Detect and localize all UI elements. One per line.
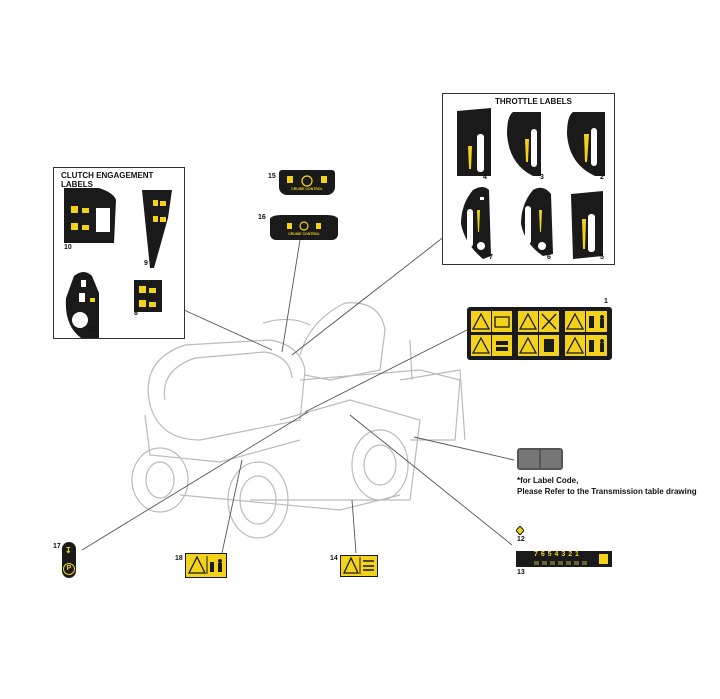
throttle-number-7: 7 <box>489 254 493 261</box>
warning-icons-grid <box>471 311 607 356</box>
cruise-control-label-16: CRUISE CONTROL <box>270 215 338 240</box>
clutch-number-11: 11 <box>88 326 96 333</box>
clutch-number-10: 10 <box>64 244 72 251</box>
clutch-number-8: 8 <box>134 310 138 317</box>
cruise-label-text-16: CRUISE CONTROL <box>288 232 320 236</box>
cruise-control-label-15: CRUISE CONTROL <box>279 170 335 195</box>
transmission-note: *for Label Code, Please Refer to the Tra… <box>517 475 697 497</box>
label-12-icon <box>516 526 524 535</box>
clutch-label-9 <box>142 190 172 268</box>
throttle-label-4 <box>457 108 491 176</box>
label-number-18: 18 <box>175 555 183 562</box>
warning-triangle-icon <box>342 556 374 574</box>
transmission-label <box>517 448 563 470</box>
throttle-number-6: 6 <box>547 254 551 261</box>
parking-brake-label-17: ↧ P <box>62 542 76 578</box>
clutch-label-shapes <box>64 188 172 338</box>
warning-label-18 <box>185 553 227 578</box>
label-number-15: 15 <box>268 173 276 180</box>
throttle-label-shapes <box>457 108 605 259</box>
arrow-down-icon: ↧ <box>65 546 72 555</box>
clutch-labels-title: CLUTCH ENGAGEMENT LABELS <box>61 171 154 189</box>
throttle-labels-title: THROTTLE LABELS <box>495 97 572 106</box>
leader-lines <box>81 235 515 554</box>
throttle-number-3: 3 <box>540 174 544 181</box>
throttle-number-4: 4 <box>483 174 487 181</box>
safety-warning-label-1 <box>467 307 612 360</box>
throttle-number-5: 5 <box>600 254 604 261</box>
label-number-14: 14 <box>330 555 338 562</box>
transmission-note-line2: Please Refer to the Transmission table d… <box>517 487 697 496</box>
warning-triangle-icon <box>187 555 222 574</box>
label-number-12: 12 <box>517 536 525 543</box>
throttle-label-7 <box>461 187 491 259</box>
cruise-label-text-15: CRUISE CONTROL <box>291 187 323 191</box>
clutch-labels-box: CLUTCH ENGAGEMENT LABELS 10 9 11 8 <box>53 167 185 339</box>
warning-label-14 <box>340 555 378 577</box>
speed-scale-label-13: 7 6 5 4 3 2 1 <box>516 551 612 567</box>
parking-p-icon: P <box>63 563 75 575</box>
label-number-16: 16 <box>258 214 266 221</box>
label-number-13: 13 <box>517 569 525 576</box>
clutch-label-8 <box>134 280 162 312</box>
clutch-number-9: 9 <box>144 260 148 267</box>
transmission-note-line1: *for Label Code, <box>517 476 579 485</box>
tractor-outline <box>131 302 466 539</box>
throttle-number-2: 2 <box>600 174 604 181</box>
throttle-label-5 <box>571 191 603 259</box>
speed-scale-numbers: 7 6 5 4 3 2 1 <box>534 551 580 558</box>
label-number-1: 1 <box>604 298 608 305</box>
label-number-17: 17 <box>53 543 61 550</box>
throttle-labels-box: THROTTLE LABELS 4 3 2 7 6 5 <box>442 93 615 265</box>
